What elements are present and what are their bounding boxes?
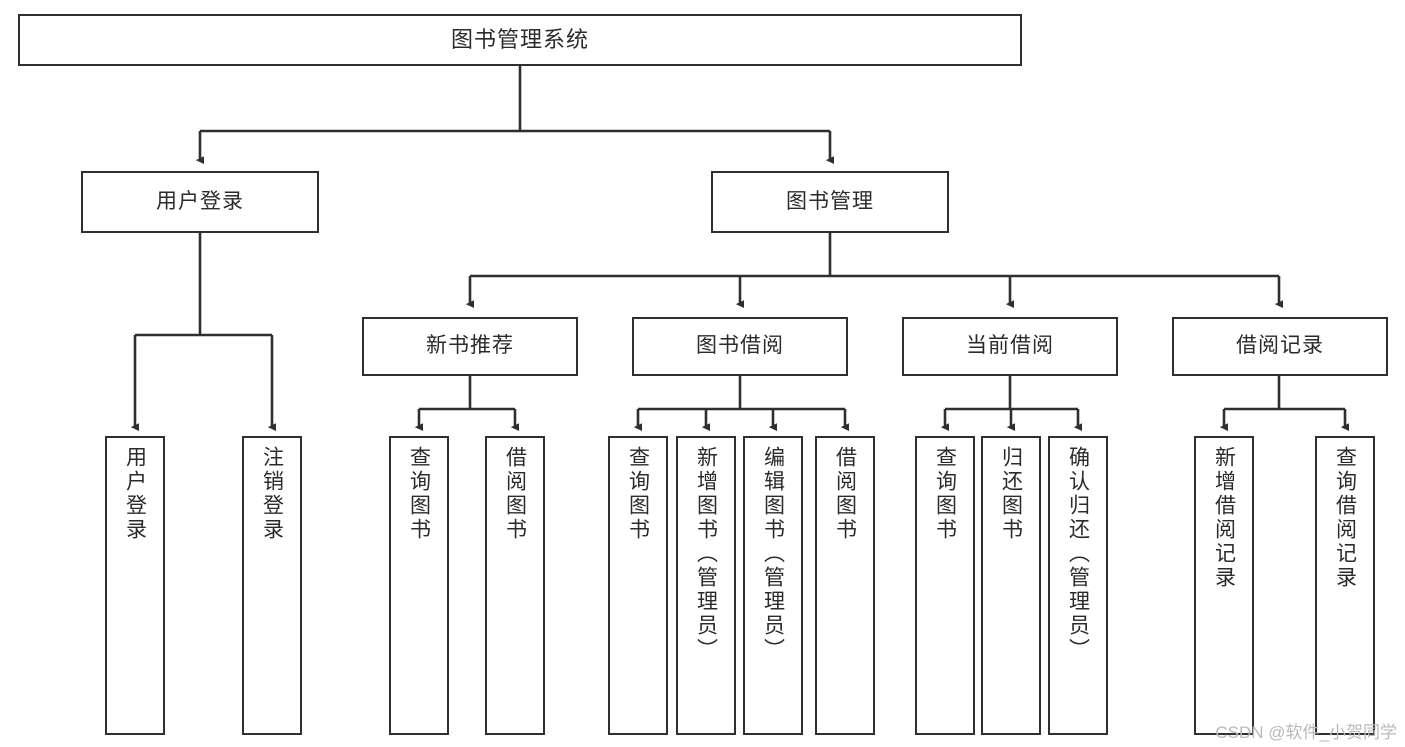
- node-label: 图书管理: [786, 189, 874, 213]
- leaf-user-logout[interactable]: 注销登录: [242, 436, 302, 735]
- leaf-current-confirm-return-admin[interactable]: 确认归还（管理员）: [1048, 436, 1108, 735]
- node-label: 新书推荐: [426, 334, 514, 358]
- leaf-current-query-book[interactable]: 查询图书: [915, 436, 975, 735]
- node-label: 新增图书（管理员）: [694, 446, 718, 662]
- node-label: 借阅记录: [1236, 334, 1324, 358]
- node-user-login[interactable]: 用户登录: [81, 171, 319, 233]
- leaf-recommend-query-book[interactable]: 查询图书: [389, 436, 449, 735]
- node-label: 借阅图书: [503, 446, 527, 542]
- leaf-borrow-add-book-admin[interactable]: 新增图书（管理员）: [676, 436, 736, 735]
- leaf-record-query-record[interactable]: 查询借阅记录: [1315, 436, 1375, 735]
- node-label: 查询图书: [407, 446, 431, 542]
- node-label: 编辑图书（管理员）: [761, 446, 785, 662]
- node-label: 借阅图书: [833, 446, 857, 542]
- node-new-book-recommend[interactable]: 新书推荐: [362, 317, 578, 376]
- node-book-borrow[interactable]: 图书借阅: [632, 317, 848, 376]
- node-root-system[interactable]: 图书管理系统: [18, 14, 1022, 66]
- leaf-record-add-record[interactable]: 新增借阅记录: [1194, 436, 1254, 735]
- leaf-borrow-edit-book-admin[interactable]: 编辑图书（管理员）: [743, 436, 803, 735]
- node-borrow-record[interactable]: 借阅记录: [1172, 317, 1388, 376]
- node-label: 当前借阅: [966, 334, 1054, 358]
- node-label: 查询图书: [626, 446, 650, 542]
- leaf-user-login[interactable]: 用户登录: [105, 436, 165, 735]
- node-label: 图书借阅: [696, 334, 784, 358]
- node-book-management[interactable]: 图书管理: [711, 171, 949, 233]
- leaf-recommend-borrow-book[interactable]: 借阅图书: [485, 436, 545, 735]
- leaf-borrow-query-book[interactable]: 查询图书: [608, 436, 668, 735]
- node-label: 新增借阅记录: [1212, 446, 1236, 590]
- leaf-borrow-borrow-book[interactable]: 借阅图书: [815, 436, 875, 735]
- node-label: 确认归还（管理员）: [1066, 446, 1090, 662]
- node-label: 查询借阅记录: [1333, 446, 1357, 590]
- watermark: CSDN @软件_小贺同学: [1215, 723, 1397, 742]
- node-label: 归还图书: [999, 446, 1023, 542]
- node-label: 注销登录: [260, 446, 284, 542]
- node-label: 查询图书: [933, 446, 957, 542]
- node-label: 图书管理系统: [450, 27, 589, 53]
- node-label: 用户登录: [123, 446, 147, 542]
- node-label: 用户登录: [156, 189, 244, 213]
- leaf-current-return-book[interactable]: 归还图书: [981, 436, 1041, 735]
- node-current-borrow[interactable]: 当前借阅: [902, 317, 1118, 376]
